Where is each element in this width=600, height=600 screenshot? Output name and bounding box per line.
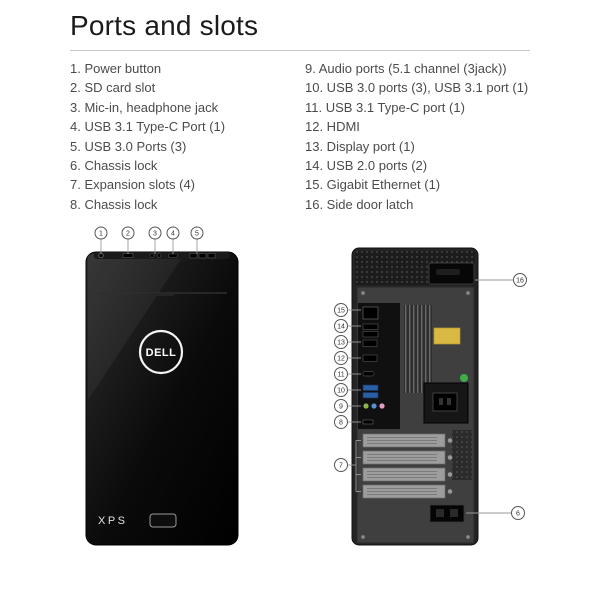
- usb3-front-icon-3: [207, 253, 216, 259]
- yellow-label-sticker: [433, 327, 461, 345]
- ports-diagram: DELL XPS 1 2 3 4 5: [85, 226, 527, 546]
- rear-mesh: [452, 430, 472, 480]
- callout-13: 13: [337, 340, 345, 347]
- ethernet-port-icon: [362, 306, 379, 320]
- front-callouts: 1 2 3 4 5: [94, 226, 204, 254]
- audio-jack-pink-icon: [379, 403, 385, 409]
- list-item-display-port: 13. Display port (1): [305, 138, 415, 154]
- list-item-chassis-lock-6: 6. Chassis lock: [70, 158, 158, 174]
- sd-card-slot-icon: [122, 253, 134, 258]
- usb2-port-icon-1: [362, 323, 379, 330]
- power-pin-2: [447, 398, 451, 405]
- rear-right-callouts: 16 6: [466, 273, 527, 520]
- screw-top-right: [465, 290, 471, 296]
- screw-top-left: [360, 290, 366, 296]
- screw-bottom-left: [360, 534, 366, 540]
- usb2-port-icon-2: [362, 331, 379, 338]
- list-item-ethernet: 15. Gigabit Ethernet (1): [305, 177, 441, 193]
- xps-model-text: XPS: [98, 515, 128, 527]
- usb3-rear-icon-1: [362, 384, 379, 391]
- ports-list-left: 1. Power button 2. SD card slot 3. Mic-i…: [70, 59, 305, 214]
- list-item-usb3-rear: 10. USB 3.0 ports (3), USB 3.1 port (1): [305, 80, 529, 96]
- expansion-slots: [362, 433, 453, 499]
- usb3-rear-icon-2: [362, 392, 379, 399]
- front-tower-illustration: DELL XPS: [85, 251, 239, 546]
- callout-10: 10: [337, 388, 345, 395]
- page-title: Ports and slots: [70, 10, 259, 41]
- expansion-callout: 7: [334, 440, 361, 492]
- callout-14: 14: [337, 324, 345, 331]
- callout-2: 2: [126, 231, 130, 238]
- list-item-usb3-front: 5. USB 3.0 Ports (3): [70, 138, 187, 154]
- list-item-sd-card-slot: 2. SD card slot: [70, 80, 156, 96]
- callout-7: 7: [339, 463, 343, 470]
- usb-c-rear-icon: [362, 371, 375, 377]
- power-pin-1: [439, 398, 443, 405]
- rear-vent-slats: [404, 305, 432, 393]
- audio-jack-green-icon: [363, 403, 369, 409]
- callout-9: 9: [339, 404, 343, 411]
- list-item-side-door-latch: 16. Side door latch: [305, 196, 414, 212]
- rear-io-block: [358, 303, 400, 429]
- callout-5: 5: [195, 231, 199, 238]
- rear-tower-illustration: [351, 247, 479, 546]
- list-item-chassis-lock-8: 8. Chassis lock: [70, 196, 158, 212]
- list-item-expansion-slots: 7. Expansion slots (4): [70, 177, 196, 193]
- chassis-lock-slot-icon: [362, 419, 374, 425]
- callout-11: 11: [337, 372, 344, 379]
- list-item-hdmi: 12. HDMI: [305, 119, 360, 135]
- callout-12: 12: [337, 356, 345, 363]
- usb3-front-icon-2: [198, 253, 207, 259]
- dell-logo: DELL: [138, 329, 184, 375]
- callout-3: 3: [153, 231, 157, 238]
- list-item-power-button: 1. Power button: [70, 61, 162, 76]
- callout-8: 8: [339, 420, 343, 427]
- screw-bottom-right: [465, 534, 471, 540]
- list-item-usb-c-rear: 11. USB 3.1 Type-C port (1): [305, 99, 465, 115]
- headphone-jack-icon: [156, 253, 162, 258]
- front-emblem: [149, 513, 177, 528]
- callout-16: 16: [516, 278, 524, 285]
- callout-1: 1: [99, 231, 103, 238]
- power-inlet: [423, 382, 469, 424]
- chassis-lock-bottom: [429, 504, 465, 523]
- title-divider: [70, 50, 530, 51]
- audio-jack-blue-icon: [371, 403, 377, 409]
- list-item-usb-c-front: 4. USB 3.1 Type-C Port (1): [70, 119, 226, 135]
- side-door-latch-notch: [436, 269, 460, 275]
- displayport-icon: [362, 339, 378, 347]
- front-tower-sheen: [88, 253, 185, 400]
- rear-left-callouts: 15 14 13 12 11 10 9 8: [334, 303, 361, 429]
- list-item-audio-ports: 9. Audio ports (5.1 channel (3jack)): [305, 61, 507, 76]
- hdmi-port-icon: [362, 354, 378, 362]
- power-socket-icon: [432, 392, 458, 412]
- list-item-mic-headphone: 3. Mic-in, headphone jack: [70, 99, 219, 115]
- callout-6: 6: [516, 511, 520, 518]
- callout-15: 15: [337, 308, 345, 315]
- list-item-usb2: 14. USB 2.0 ports (2): [305, 158, 428, 174]
- green-dot-sticker: [460, 374, 468, 382]
- ports-list: 1. Power button 2. SD card slot 3. Mic-i…: [70, 59, 540, 214]
- ports-list-right: 9. Audio ports (5.1 channel (3jack)) 10.…: [305, 59, 540, 214]
- usb-c-front-icon: [168, 253, 178, 258]
- optical-drive-notch: [148, 293, 174, 296]
- mic-jack-icon: [149, 253, 155, 258]
- dell-logo-text: DELL: [146, 347, 177, 359]
- callout-4: 4: [171, 231, 175, 238]
- usb3-front-icon-1: [189, 253, 198, 259]
